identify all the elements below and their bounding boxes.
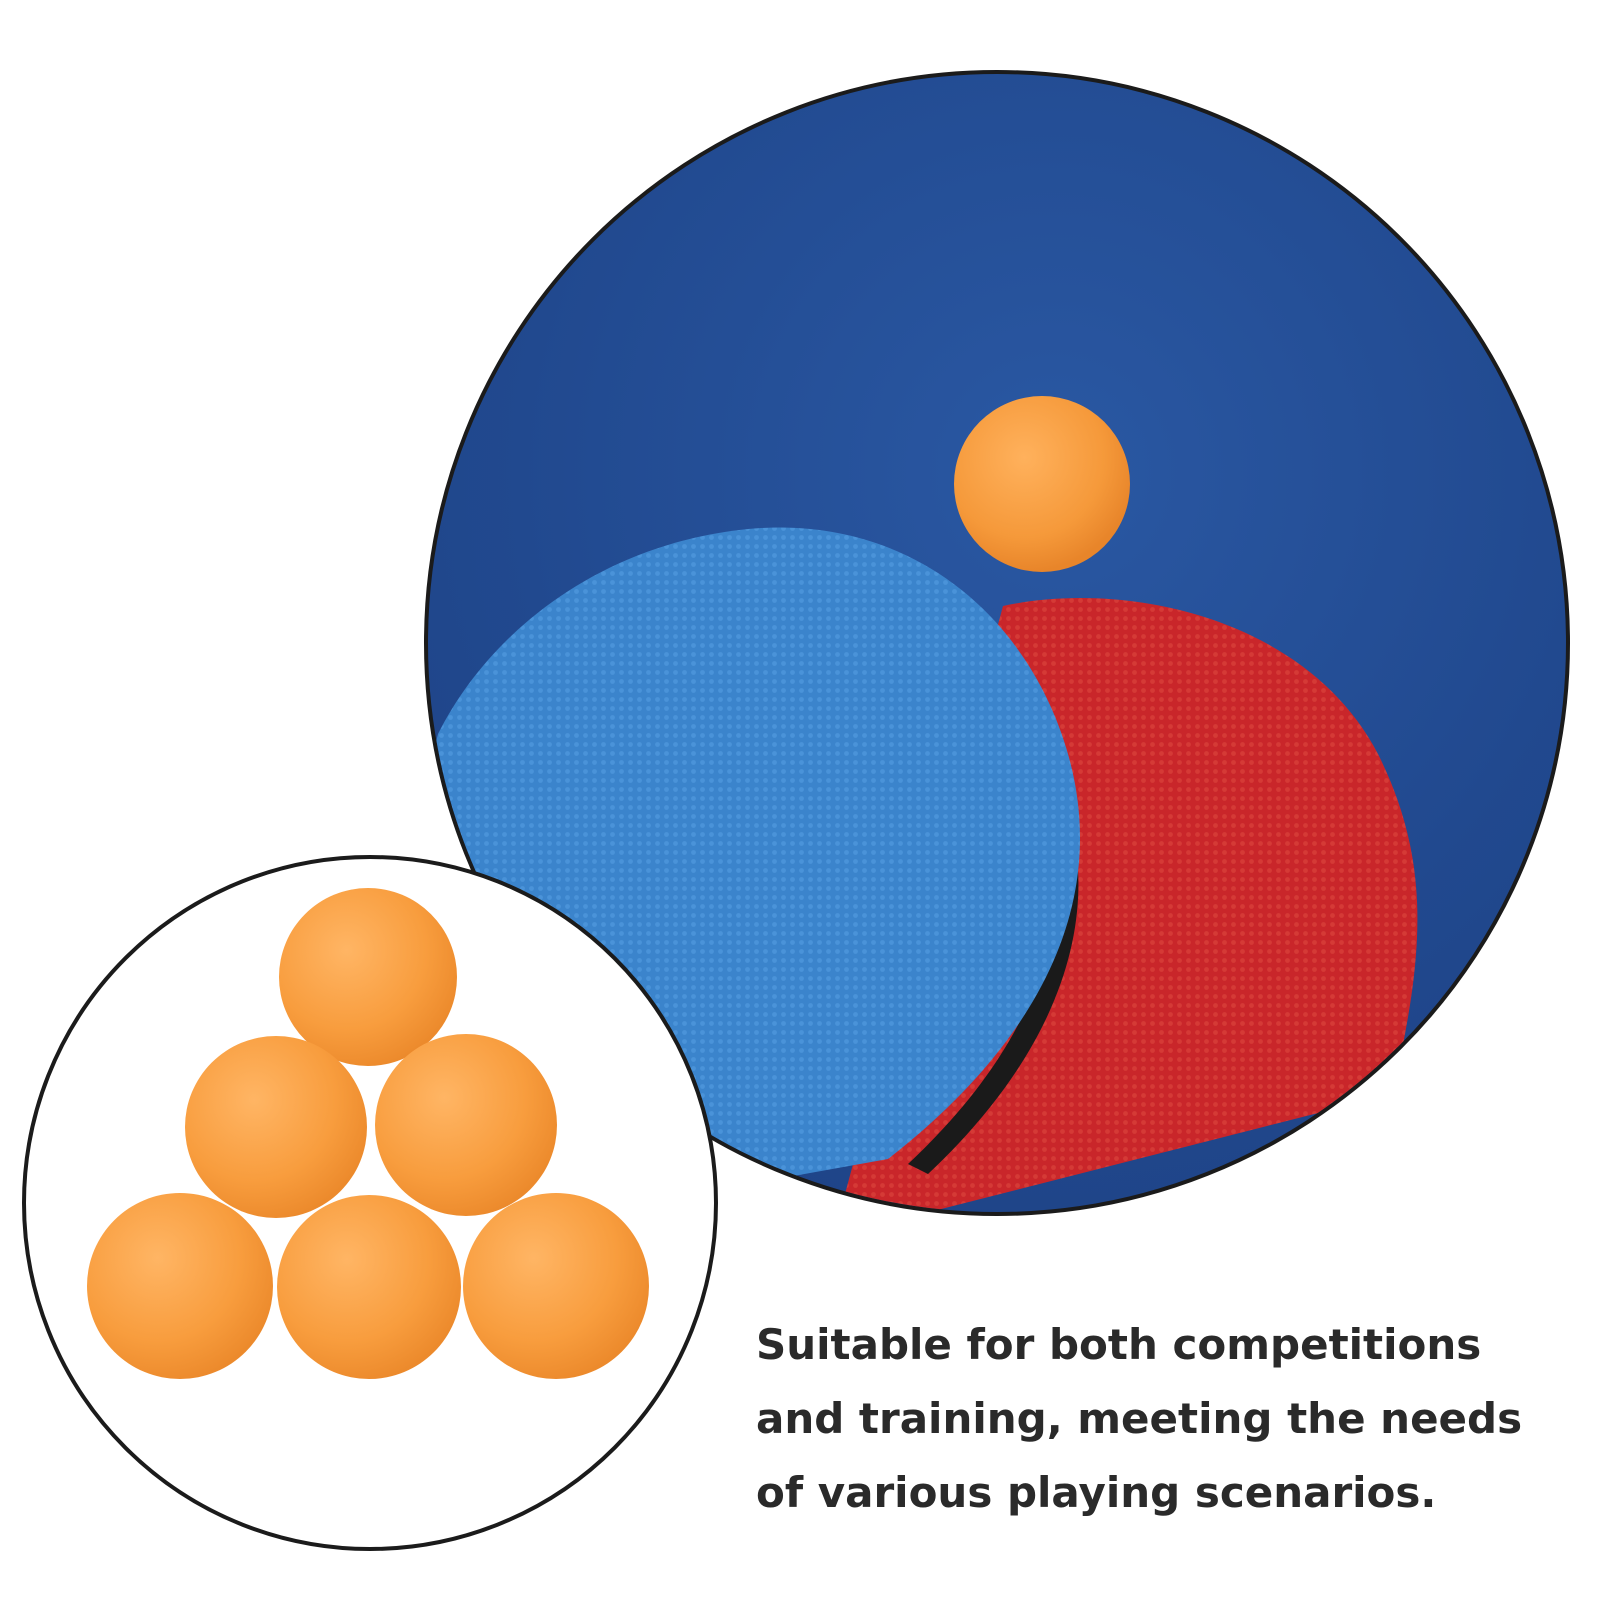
caption-line-1: Suitable for both competitions: [756, 1320, 1482, 1369]
ball-bottom-middle: [277, 1195, 461, 1379]
feature-caption: Suitable for both competitions and train…: [756, 1308, 1576, 1530]
ball-middle-left: [185, 1036, 367, 1218]
caption-line-2: and training, meeting the needs: [756, 1394, 1523, 1443]
ball-stack-image: [22, 855, 718, 1551]
ball-on-table: [954, 396, 1130, 572]
ball-bottom-right: [463, 1193, 649, 1379]
ball-middle-right: [375, 1034, 557, 1216]
ball-pyramid-graphic: [87, 888, 649, 1379]
ball-bottom-left: [87, 1193, 273, 1379]
ball-top: [279, 888, 457, 1066]
caption-line-3: of various playing scenarios.: [756, 1468, 1437, 1517]
